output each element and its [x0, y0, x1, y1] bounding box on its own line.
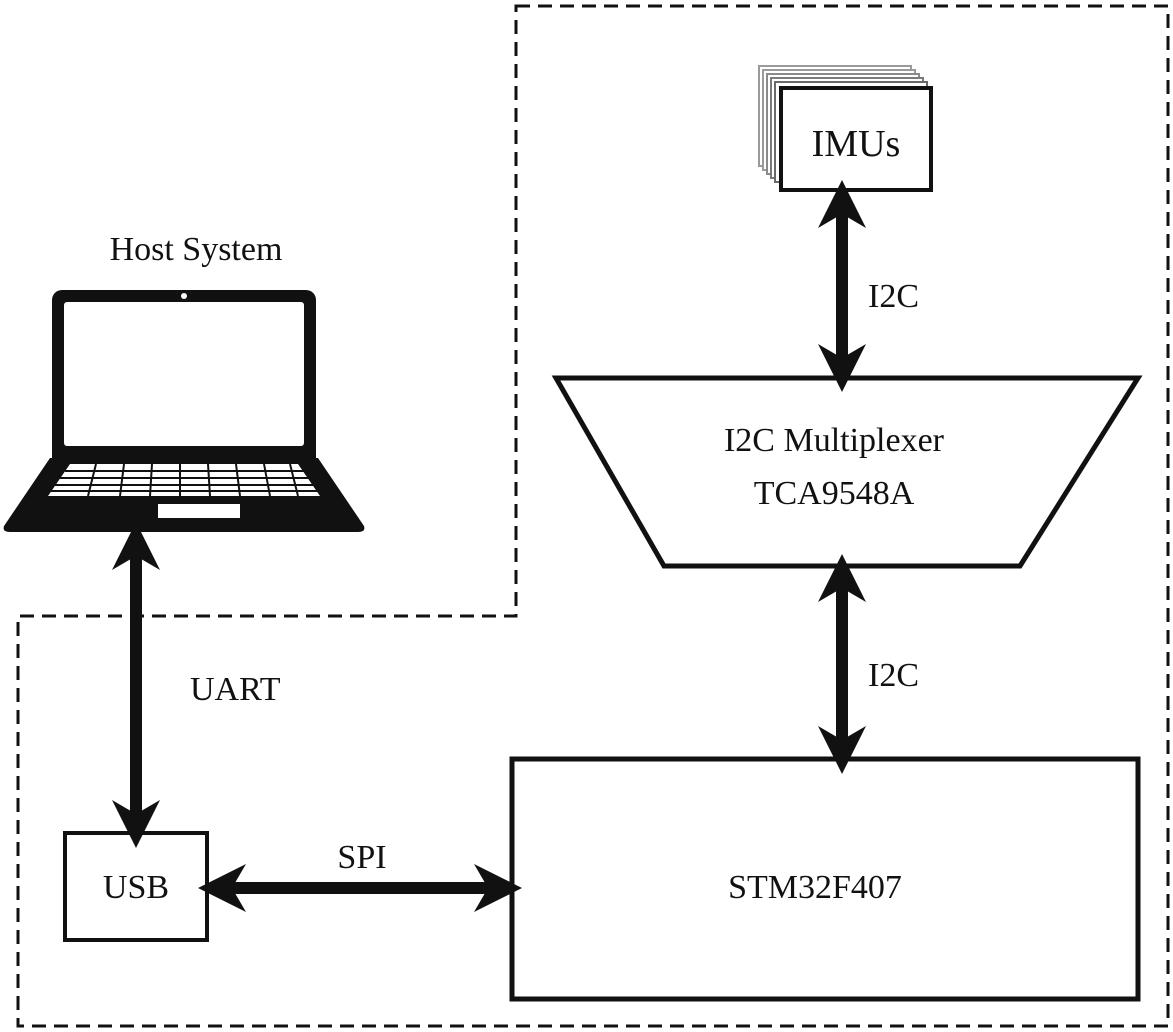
- multiplexer-label: I2C Multiplexer: [724, 422, 945, 459]
- stm32-block: STM32F407: [509, 756, 1141, 1002]
- imus-block: IMUs: [758, 65, 933, 192]
- multiplexer-part-label: TCA9548A: [754, 475, 915, 512]
- mux-mcu-link-label: I2C: [868, 657, 919, 694]
- host-usb-link-label: UART: [190, 671, 281, 708]
- imus-label: IMUs: [812, 123, 901, 165]
- stm32-label: STM32F407: [728, 869, 902, 906]
- i2c-multiplexer-block: I2C Multiplexer TCA9548A: [551, 375, 1143, 569]
- usb-label: USB: [103, 869, 169, 906]
- imu-mux-link-label: I2C: [868, 278, 919, 315]
- embedded-boundary: [16, 4, 1170, 1028]
- usb-mcu-link-label: SPI: [337, 839, 386, 876]
- usb-block: USB: [63, 831, 209, 942]
- laptop-icon: [3, 290, 365, 532]
- host-system-label: Host System: [110, 231, 283, 268]
